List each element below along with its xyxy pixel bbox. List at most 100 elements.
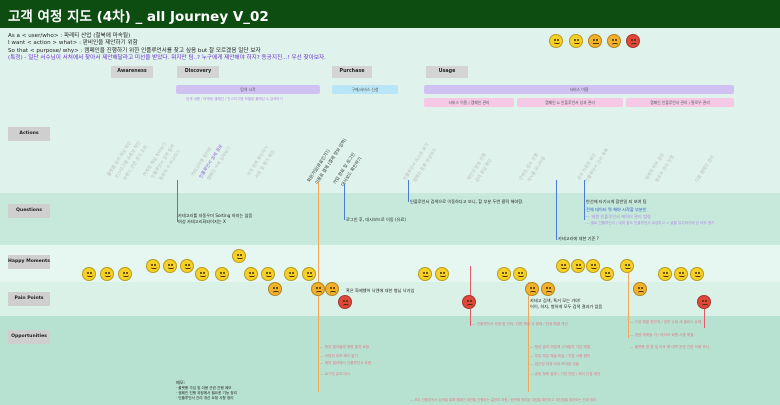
connector-line: [177, 180, 178, 222]
page-title: 고객 여정 지도 (4차) _ all Journey V_02: [8, 9, 269, 25]
laughing-face-icon: [232, 249, 246, 263]
memo-line: · 플랫폼 가입 및 이용 관련 진행 메모: [176, 386, 232, 390]
question-note: 카테고리를 자동우미 Sorting 하지는 않음: [178, 213, 253, 218]
question-note: — 팔로 인플루언서 / 네이 중도 인플루언서 요입하고 > 글월 유지하기에…: [586, 221, 715, 225]
pill-usage-1: 서비스 이용 / 캠페인 관리: [424, 98, 514, 107]
question-note: 여성 카테고리화되어지는 X: [178, 219, 226, 224]
user-story: As a < user/who> : 파레티 산업 (철북에 마속될) I wa…: [8, 33, 548, 63]
opportunity-note: — 형성 결과물에 형평 결과 요합: [320, 345, 369, 349]
frowning-face-icon: [311, 282, 325, 296]
smiling-face-icon: [658, 267, 672, 281]
opportunity-note: — 부분 부분 예술 미달 / 기본 사용 합의: [530, 354, 591, 358]
row-label-questions: Questions: [8, 204, 50, 218]
pill-usage-3: 캠페인 인플루언서 관리 / 팔로우 관리: [626, 98, 734, 107]
connector-line: [584, 180, 585, 220]
smiling-face-icon: [435, 267, 449, 281]
pill-usage-2: 캠페인 & 인플루언서 성과 관리: [517, 98, 623, 107]
question-note: — 태항 인플루언서 캐릭터 관리 법령: [586, 214, 651, 219]
frowning-face-icon: [541, 282, 555, 296]
angry-face-icon: [697, 295, 711, 309]
smiling-face-icon: [261, 267, 275, 281]
pain-note: 어이, 하지, 형하게 모두 검색 결과가 없음: [530, 304, 603, 309]
opportunity-note: — 배려 결과에서 인플루언서 요합: [320, 361, 372, 365]
connector-line: [556, 180, 557, 240]
smiling-face-icon: [571, 259, 585, 273]
angry-face-icon: [338, 295, 352, 309]
stage-usage: Usage: [426, 66, 468, 78]
smiling-face-icon: [244, 267, 258, 281]
opportunity-note: — 플랫폼 경 중 일 이후 해 대역 운영 관련 이해 보다: [630, 345, 709, 349]
connector-line: [528, 282, 529, 392]
question-note: 반선에 타기시게 잡반일 되 보여 팀: [586, 199, 647, 204]
smiling-face-icon: [556, 259, 570, 273]
pain-note: — 인플루언서 사정 및 관리: 간편 해결 사 형태 / 안정 해결 개인: [472, 322, 568, 326]
pain-note: — 구성 해결 방안적 / 경연 수정 새 플러스 유해: [630, 320, 702, 324]
opportunities-band: [0, 316, 780, 405]
user-story-who: As a < user/who> : 파레티 산업 (철북에 마속될): [8, 33, 131, 39]
memo-line: · 인플루언서 관리 개선 요청 사항 정리: [176, 396, 234, 400]
action-note: 다음 캠페인 준비: [694, 154, 716, 184]
connector-line: [344, 184, 345, 220]
smiling-face-icon: [118, 267, 132, 281]
opportunity-note: — 어렵지 리즈 해오 알기: [320, 354, 358, 358]
opportunity-note: — 접근성 과정 이내 보아질 것들: [530, 362, 579, 366]
pill-purchase: 구매/서비스 신청: [332, 85, 398, 94]
smiling-face-icon: [513, 267, 527, 281]
frowning-face-icon: [525, 282, 539, 296]
opportunity-note: — 로그인 유자 대시: [320, 372, 351, 376]
stage-awareness: Awareness: [111, 66, 153, 78]
laughing-face-icon: [549, 34, 563, 48]
row-label-happy-moments: Happy Moments: [8, 255, 50, 269]
smiling-face-icon: [674, 267, 688, 281]
user-story-want: I want < action > what> : 판비인을 제안하기 위함: [8, 40, 138, 47]
pain-note: 혹은 화제했어 낙엔에 대한 형님 낙카임: [346, 288, 415, 293]
smiling-face-icon: [302, 267, 316, 281]
question-note: 전체 데이터 뭐 해야 시작할 부분인: [586, 207, 647, 212]
pain-note: — 경영 마케팅 기 / 라이브 회원 사용 해결: [630, 333, 694, 337]
question-note: 로그인 후, 대시보드로 이동 (유료): [346, 217, 407, 222]
opportunity-note: — 공동 형태 결과 / 기반 관련 / 처리 간결 제안: [530, 372, 601, 376]
question-note: 인플루언서 검색으로 이동하다고 보니, 할 부분 두번 클릭 해야함.: [410, 199, 524, 204]
stage-purchase: Purchase: [332, 66, 372, 78]
pain-band: [0, 282, 780, 316]
opportunity-note: — 형성 결과 어떻게 시작할지 기분 해결: [530, 345, 591, 349]
stage-discovery: Discovery: [177, 66, 219, 78]
smiling-face-icon: [586, 259, 600, 273]
memo-line: · 캠페인 진행 과정에서 필요한 기능 정리: [176, 391, 237, 395]
pain-note: 카테고 검색, 특거 모는 거야!: [530, 298, 581, 303]
angry-face-icon: [626, 34, 640, 48]
frowning-face-icon: [607, 34, 621, 48]
frowning-face-icon: [268, 282, 282, 296]
pill-discovery-sub: 검색 내용 / 마케팅 캠페인 / 인스타그램 모델링 플래닝 & 검색하기: [186, 97, 283, 101]
row-label-opportunities: Opportunities: [8, 330, 50, 344]
smiling-face-icon: [497, 267, 511, 281]
smiling-face-icon: [569, 34, 583, 48]
connector-line: [408, 180, 409, 202]
smiling-face-icon: [690, 267, 704, 281]
smiling-face-icon: [284, 267, 298, 281]
smiling-face-icon: [146, 259, 160, 273]
smiling-face-icon: [82, 267, 96, 281]
smiling-face-icon: [100, 267, 114, 281]
angry-face-icon: [462, 295, 476, 309]
connector-line: [704, 300, 705, 328]
user-story-scenario: (특정) - 일단 서수님이 서처에서 찾아서 제안해달라고 미선을 받았다. …: [8, 55, 326, 62]
smiling-face-icon: [418, 267, 432, 281]
row-label-pain-points: Pain Points: [8, 292, 50, 306]
memo-title: 메모:: [176, 380, 186, 385]
pill-discovery: 탐색 시작: [176, 85, 320, 94]
title-bar: [0, 0, 780, 28]
smiling-face-icon: [620, 259, 634, 273]
neutral-face-icon: [588, 34, 602, 48]
smiling-face-icon: [195, 267, 209, 281]
smiling-face-icon: [600, 267, 614, 281]
frowning-face-icon: [633, 282, 647, 296]
opportunity-summary: — 모두 인플루언서 검색을 통해 캠페인 제안을 진행하는 일련의 과정 / …: [410, 398, 597, 402]
smiling-face-icon: [215, 267, 229, 281]
pill-usage: 서비스 이용: [424, 85, 734, 94]
questions-band: [0, 193, 780, 245]
smiling-face-icon: [163, 259, 177, 273]
frowning-face-icon: [325, 282, 339, 296]
smiling-face-icon: [180, 259, 194, 273]
user-story-purpose: So that < purpose/ why> : 캠페인을 진행하기 위한 인…: [8, 47, 261, 54]
